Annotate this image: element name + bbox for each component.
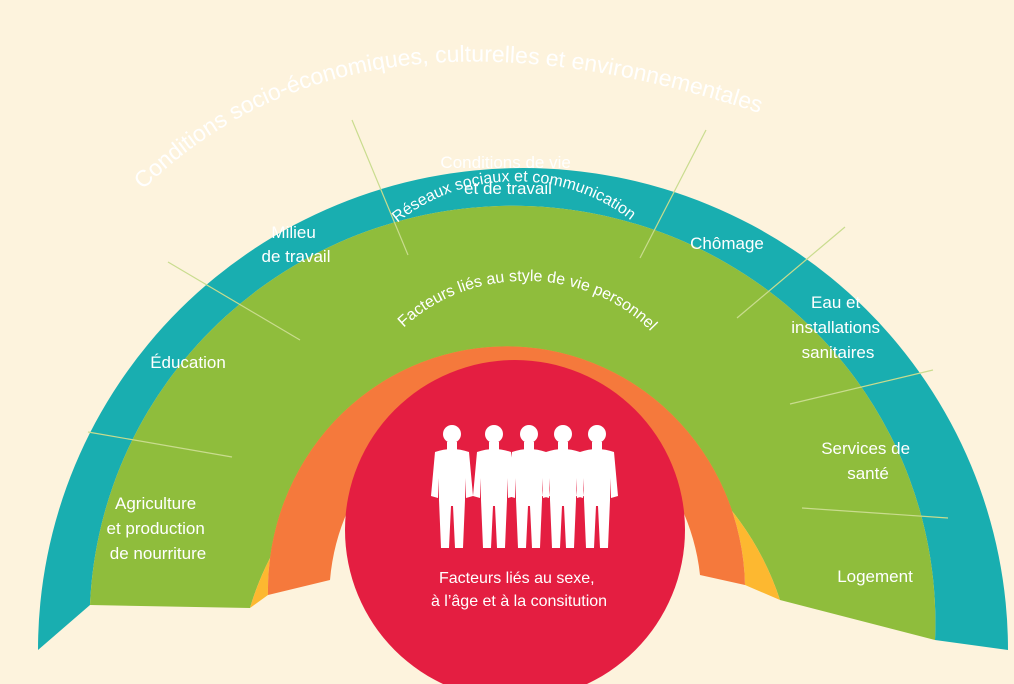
segment-label-living-conditions: Conditions de vie et de travail <box>440 153 575 198</box>
segment-dividers <box>87 119 949 519</box>
core-label: Facteurs liés au sexe, à l’âge et à la c… <box>431 570 607 610</box>
segment-label-water: Eau et installations sanitaires <box>791 293 885 362</box>
outer-ring <box>38 168 1008 650</box>
core-circle <box>345 360 685 684</box>
segment-label-housing: Logement <box>837 567 913 586</box>
segment-water: Eau et installations sanitaires <box>791 293 885 362</box>
segment-label-work-environment: Milieu de travail <box>262 223 331 266</box>
segment-housing: Logement <box>837 567 913 586</box>
segment-label-health-services: Services de santé <box>821 439 915 483</box>
segment-agriculture: Agriculture et production de nourriture <box>106 494 209 563</box>
segment-unemployment: Chômage <box>690 234 764 253</box>
segment-work-environment: Milieu de travail <box>262 223 331 266</box>
segment-education: Éducation <box>150 353 226 372</box>
segment-living-conditions: Conditions de vie et de travail <box>440 153 575 198</box>
segment-band <box>90 205 936 640</box>
segment-health-services: Services de santé <box>821 439 915 483</box>
segment-label-unemployment: Chômage <box>690 234 764 253</box>
segment-label-agriculture: Agriculture et production de nourriture <box>106 494 209 563</box>
segment-label-education: Éducation <box>150 353 226 372</box>
